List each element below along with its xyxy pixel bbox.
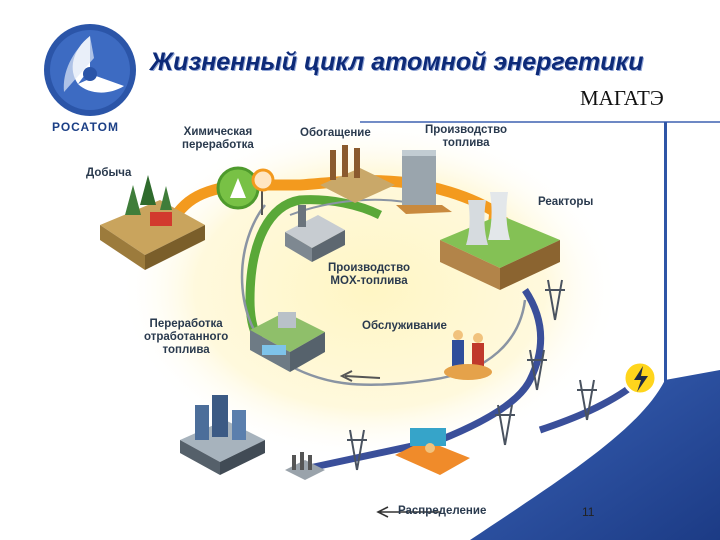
chemical-processing-icon (216, 166, 260, 210)
flow-green-path (245, 195, 383, 301)
header-divider (360, 121, 720, 123)
label-spent-fuel-reprocessing: Переработка отработанного топлива (144, 318, 229, 356)
rosatom-logo-icon (44, 24, 136, 116)
arrow-distribution-icon (376, 506, 440, 518)
fuel-production-icon (396, 150, 452, 214)
label-maintenance: Обслуживание (362, 320, 447, 332)
label-mox-production: Производство MOX-топлива (328, 262, 411, 287)
maintenance-workers-icon (444, 330, 492, 380)
reactor-plant-icon (440, 192, 560, 290)
electricity-icon (622, 360, 658, 396)
reprocessing-plant-icon (250, 312, 325, 372)
logo-text: РОСАТОМ (52, 120, 119, 134)
chem-small-icon (251, 168, 275, 192)
label-chemical-processing: Химическая переработка (182, 126, 254, 151)
label-distribution: Распределение (398, 505, 487, 517)
city-consumers-icon (180, 395, 265, 475)
enrichment-plant-icon (320, 145, 395, 203)
flow-blue-path (299, 288, 545, 474)
label-fuel-production: Производство топлива (425, 124, 508, 149)
right-accent-bar (664, 122, 667, 540)
transmission-tower-icon (347, 279, 597, 471)
label-enrichment: Обогащение (300, 127, 371, 139)
cycle-grey-outer (240, 204, 527, 387)
mox-plant-icon (285, 205, 345, 262)
arrow-left-icon (339, 370, 381, 382)
page-number: 11 (582, 505, 595, 519)
control-room-icon (395, 428, 470, 475)
blue-corner-shape (470, 370, 720, 540)
substation-icon (285, 452, 325, 480)
mining-site-icon (100, 175, 205, 270)
label-mining: Добыча (86, 167, 132, 179)
slide-title: Жизненный цикл атомной энергетики (150, 48, 644, 76)
slide-subtitle: МАГАТЭ (580, 86, 664, 110)
label-reactors: Реакторы (538, 196, 594, 208)
